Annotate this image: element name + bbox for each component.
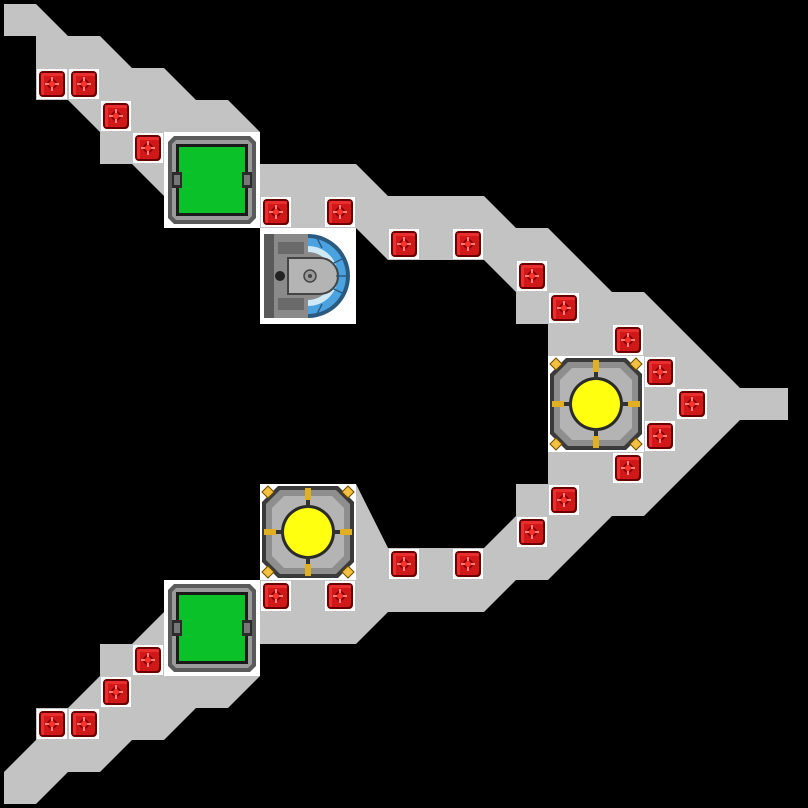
armor-block-icon[interactable] (613, 325, 643, 355)
armor-block-icon[interactable] (549, 485, 579, 515)
armor-block-icon[interactable] (645, 357, 675, 387)
armor-block-icon[interactable] (325, 581, 355, 611)
armor-block-icon[interactable] (37, 69, 67, 99)
armor-block-icon[interactable] (133, 645, 163, 675)
armor-block-icon[interactable] (645, 421, 675, 451)
armor-block-icon[interactable] (453, 229, 483, 259)
armor-block-icon[interactable] (517, 261, 547, 291)
reactor-core-icon[interactable] (260, 484, 356, 580)
armor-block-icon[interactable] (69, 69, 99, 99)
armor-block-icon[interactable] (613, 453, 643, 483)
cannon-turret-icon[interactable] (260, 228, 356, 324)
armor-block-icon[interactable] (101, 101, 131, 131)
armor-block-icon[interactable] (325, 197, 355, 227)
armor-block-icon[interactable] (133, 133, 163, 163)
armor-block-icon[interactable] (261, 581, 291, 611)
reactor-core-icon[interactable] (548, 356, 644, 452)
armor-block-icon[interactable] (261, 197, 291, 227)
armor-block-icon[interactable] (69, 709, 99, 739)
armor-block-icon[interactable] (37, 709, 67, 739)
cargo-block-icon[interactable] (164, 132, 260, 228)
armor-block-icon[interactable] (453, 549, 483, 579)
armor-block-icon[interactable] (101, 677, 131, 707)
armor-block-icon[interactable] (389, 229, 419, 259)
armor-block-icon[interactable] (549, 293, 579, 323)
armor-block-icon[interactable] (517, 517, 547, 547)
armor-block-icon[interactable] (677, 389, 707, 419)
cargo-block-icon[interactable] (164, 580, 260, 676)
armor-block-icon[interactable] (389, 549, 419, 579)
